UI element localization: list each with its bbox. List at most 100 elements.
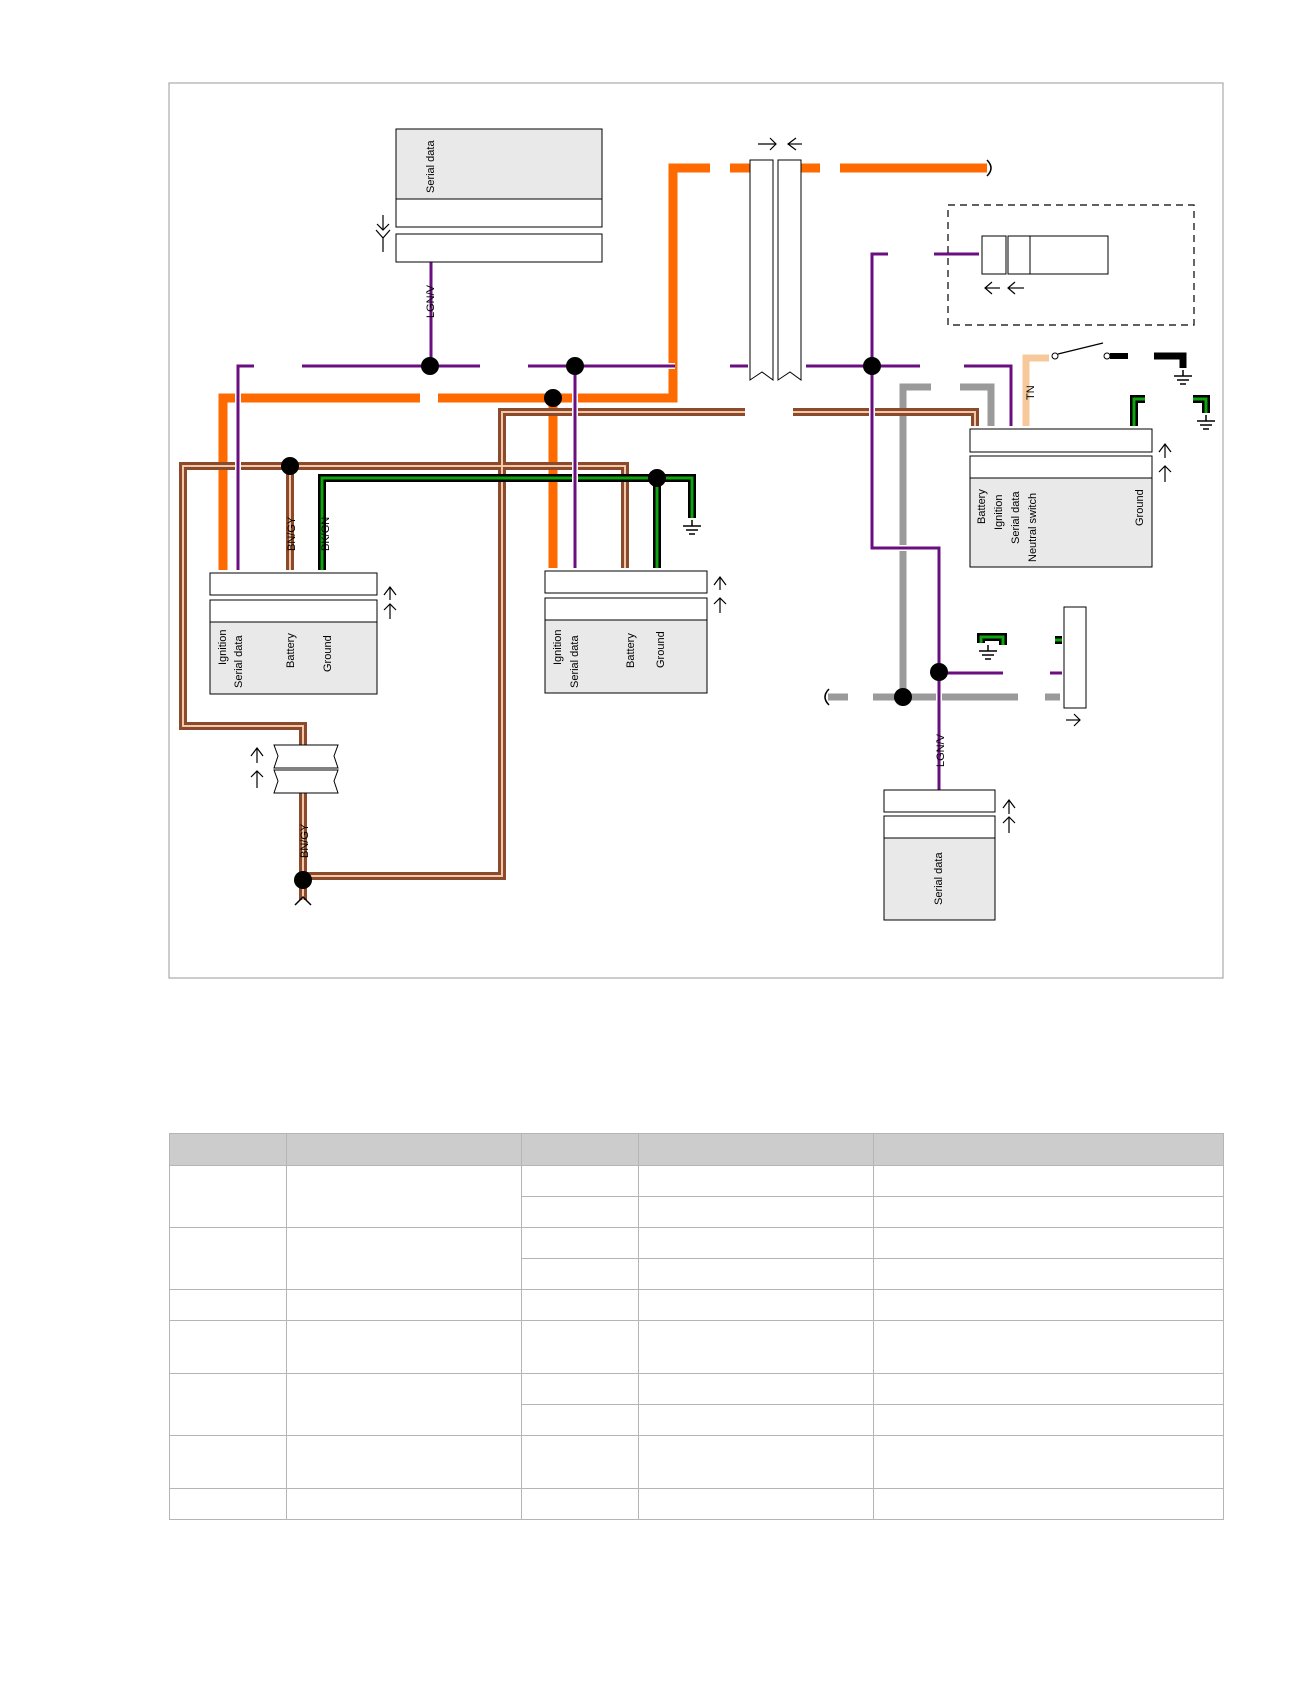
table-cell [521, 1227, 639, 1259]
table-cell [638, 1289, 874, 1321]
table-cell [873, 1435, 1224, 1489]
table-cell [286, 1435, 522, 1489]
right-module-connector: Battery Ignition Serial data Neutral swi… [969, 428, 1172, 568]
pin-label-serial-data: Serial data [233, 635, 245, 688]
table-header-cell [638, 1133, 874, 1166]
table-cell [286, 1373, 522, 1436]
pin-label-ignition: Ignition [217, 630, 229, 665]
table-row [169, 1165, 1224, 1228]
table-cell [286, 1165, 522, 1228]
table-row [169, 1488, 1224, 1520]
pin-label-serial-data: Serial data [933, 852, 945, 905]
table-row [170, 1404, 1224, 1436]
table-cell [873, 1165, 1224, 1197]
table-cell [521, 1373, 639, 1405]
inline-connector-center [749, 137, 802, 381]
table-cell [521, 1404, 639, 1436]
pin-label-ground: Ground [1134, 489, 1146, 526]
serial-data-label: Serial data [425, 140, 437, 193]
gray-wire-end-icon [824, 688, 830, 706]
table-cell [873, 1196, 1224, 1228]
table-header-cell [521, 1133, 639, 1166]
wire-label-lgn-v: LGN/V [935, 733, 947, 767]
table-cell [873, 1320, 1224, 1374]
table-header-cell [286, 1133, 522, 1166]
bottom-module-connector: Serial data [883, 789, 1016, 921]
pin-label-ground: Ground [655, 631, 667, 668]
table-cell [638, 1165, 874, 1197]
table-cell [521, 1196, 639, 1228]
table-cell [873, 1258, 1224, 1290]
table-cell [169, 1165, 287, 1228]
table-cell [286, 1227, 522, 1290]
pin-label-neutral-switch: Neutral switch [1027, 493, 1039, 562]
pin-label-serial-data: Serial data [1010, 491, 1022, 544]
wire-label-bk-gn: BK/GN [320, 517, 332, 551]
connector-arrow-icon [984, 281, 1024, 295]
connector-arrow-icon [713, 576, 727, 613]
table-row [169, 1227, 1224, 1290]
pin-label-ignition: Ignition [993, 495, 1005, 530]
orange-wire-end-icon [986, 159, 992, 177]
pin-label-battery: Battery [976, 489, 988, 524]
table-cell [873, 1373, 1224, 1405]
left-module-connector: Ignition Serial data Battery Ground [209, 572, 397, 695]
table-cell [873, 1289, 1224, 1321]
table-cell [169, 1289, 287, 1321]
pin-label-serial-data: Serial data [569, 635, 581, 688]
table-cell [638, 1320, 874, 1374]
connector-arrow-icon [1158, 443, 1172, 482]
table-cell [521, 1258, 639, 1290]
table-cell [286, 1488, 522, 1520]
table-header-cell [873, 1133, 1224, 1166]
table-header-cell [169, 1133, 287, 1166]
table-cell [521, 1435, 639, 1489]
table-cell [286, 1289, 522, 1321]
table-row [169, 1435, 1224, 1489]
wire-label-tn: TN [1025, 385, 1037, 400]
table-cell [521, 1165, 639, 1197]
connector-arrow-icon [383, 586, 397, 619]
splice-points [281, 357, 948, 889]
table-cell [521, 1320, 639, 1374]
connector-arrow-icon [250, 747, 264, 788]
table-cell [638, 1373, 874, 1405]
neutral-switch-icon [1051, 342, 1193, 385]
table-row [169, 1373, 1224, 1436]
table-header-row [169, 1133, 1224, 1166]
table-cell [873, 1404, 1224, 1436]
connector-arrow-icon [758, 137, 802, 151]
small-component [1063, 606, 1087, 727]
top-module-connector: Serial data [375, 128, 603, 263]
table-cell [169, 1227, 287, 1290]
tan-wire [1022, 354, 1049, 426]
dashed-component-box [947, 204, 1195, 326]
table-cell [638, 1435, 874, 1489]
table-cell [638, 1196, 874, 1228]
table-row [170, 1258, 1224, 1290]
connector-arrow-icon [1002, 799, 1016, 833]
connector-arrow-icon [375, 215, 391, 252]
table-row [169, 1320, 1224, 1374]
ground-icon [1196, 414, 1216, 430]
table-cell [638, 1227, 874, 1259]
table-row [169, 1289, 1224, 1321]
ground-icon [978, 644, 998, 660]
table-cell [169, 1488, 287, 1520]
table-cell [169, 1435, 287, 1489]
purple-wires [235, 240, 1062, 790]
connector-arrow-icon [1066, 713, 1081, 727]
ground-icon [682, 519, 702, 535]
table-cell [638, 1488, 874, 1520]
inline-connector-lower-left [250, 744, 339, 794]
table-cell [169, 1373, 287, 1436]
green-wires [318, 395, 1210, 645]
wire-label-bn-gy: BN/GY [286, 516, 298, 551]
table-cell [521, 1488, 639, 1520]
brown-wire-end-icon [294, 895, 312, 906]
table-cell [286, 1320, 522, 1374]
table-row [170, 1196, 1224, 1228]
gray-wires [828, 383, 1060, 701]
pin-label-ignition: Ignition [552, 630, 564, 665]
wire-table [169, 1133, 1224, 1520]
